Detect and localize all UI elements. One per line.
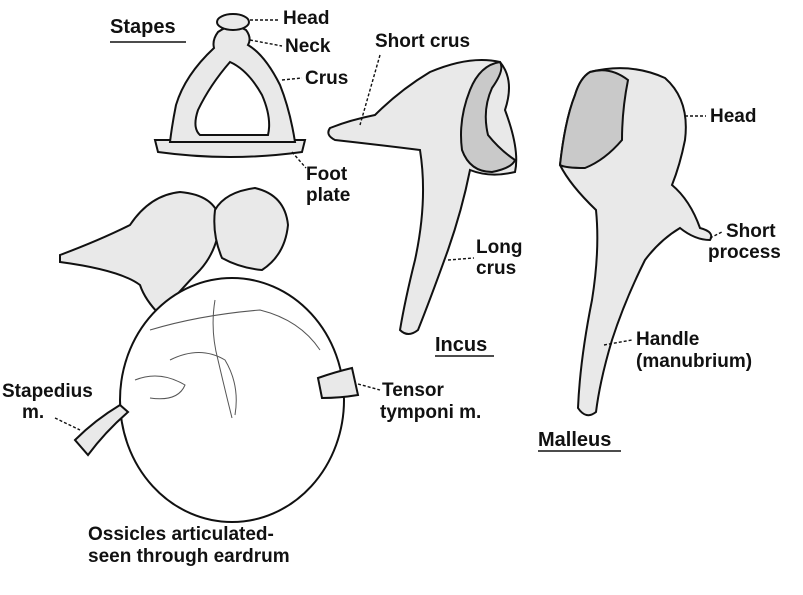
articulated-caption-line1: Ossicles articulated- xyxy=(88,524,274,545)
incus-title: Incus xyxy=(435,334,487,356)
stapes-figure xyxy=(153,13,307,158)
articulated-caption-line2: seen through eardrum xyxy=(88,546,290,567)
stapes-footplate xyxy=(153,139,307,158)
malleus-manubrium-label: (manubrium) xyxy=(636,351,752,372)
articulated-malleus-head xyxy=(213,186,290,272)
malleus-title: Malleus xyxy=(538,429,611,451)
incus-crus-label: crus xyxy=(476,258,516,279)
incus-long-label: Long xyxy=(476,237,522,258)
tensor-tymponi-label: tymponi m. xyxy=(380,402,481,423)
malleus-short-label: Short xyxy=(726,221,776,242)
stapes-neck-label: Neck xyxy=(285,36,331,57)
incus-figure xyxy=(327,59,518,335)
malleus-articular-surface xyxy=(558,69,630,170)
stapes-crus-label: Crus xyxy=(305,68,348,89)
stapes-foot-label: Foot xyxy=(306,164,348,185)
malleus-handle-label: Handle xyxy=(636,329,699,350)
eardrum xyxy=(119,277,345,523)
articulated-incus xyxy=(59,190,222,317)
malleus-figure xyxy=(558,67,713,417)
stapedius-tendon xyxy=(73,403,130,457)
stapes-head xyxy=(216,13,250,31)
stapes-plate-label: plate xyxy=(306,185,350,206)
tensor-label: Tensor xyxy=(382,380,445,401)
incus-short-crus-label: Short crus xyxy=(375,31,470,52)
incus-articular-facet xyxy=(460,60,517,174)
stapedius-label: Stapedius xyxy=(2,381,93,402)
stapes-title: Stapes xyxy=(110,16,176,38)
stapes-head-label: Head xyxy=(283,8,329,29)
tensor-tendon xyxy=(316,366,360,400)
malleus-process-label: process xyxy=(708,242,781,263)
stapes-obturator xyxy=(194,60,271,136)
stapedius-m-label: m. xyxy=(22,402,44,423)
articulated-figure xyxy=(59,186,360,523)
malleus-head-label: Head xyxy=(710,106,756,127)
